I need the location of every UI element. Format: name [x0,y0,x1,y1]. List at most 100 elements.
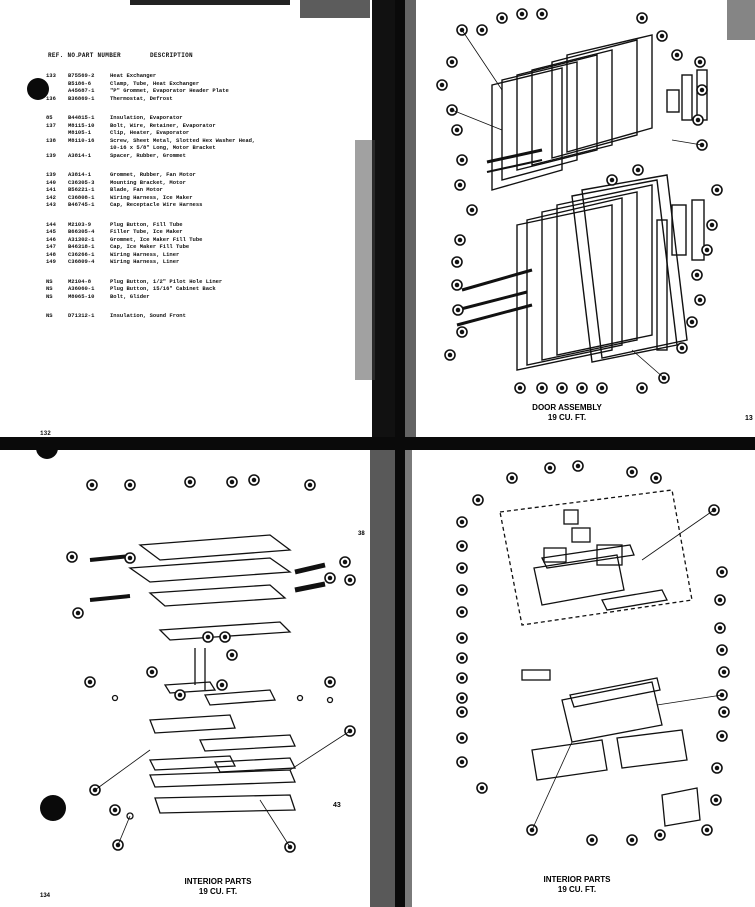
callout-circle-mark [205,634,211,640]
leader-line [461,29,503,91]
part-number-cell: B5186-6 [68,79,92,87]
ref-cell: NS [46,277,53,285]
callout-circle-mark [342,559,348,565]
callout-circle-mark [459,709,465,715]
callout-circle-mark [589,837,595,843]
ref-cell: 144 [46,220,56,228]
page-divider-horizontal [0,437,755,450]
callout-circle-mark [177,692,183,698]
page-number-bottom-left: 134 [40,893,51,899]
callout-circle-mark [457,182,463,188]
description-cell: Plug Button, 1/2" Pilot Hole Liner [110,277,223,285]
callout-circle-mark [127,482,133,488]
part-number-cell: B44815-1 [68,114,95,121]
description-cell: Spacer, Rubber, Grommet [110,151,186,159]
ref-cell: 146 [46,235,56,243]
callout-circle-mark [657,832,663,838]
callout-circle-mark [449,59,455,65]
part-number-cell: M2104-8 [68,277,92,285]
ice-maker-drawing [499,489,701,827]
callout-circle-mark [579,385,585,391]
callout-circle-mark [719,569,725,575]
callout-circle-mark [75,610,81,616]
ref-cell: NS [46,312,53,319]
callout-circle-mark [112,807,118,813]
description-cell: Blade, Fan Motor [110,186,163,193]
callout-circle-mark [187,479,193,485]
callout-circle-mark [704,247,710,253]
part-number-cell: B75569-2 [68,72,95,79]
ref-cell: 139 [46,151,56,159]
ref-cell: 143 [46,201,56,208]
description-cell: Cap, Receptacle Wire Harness [110,201,203,208]
callout-circle-mark [719,733,725,739]
callout-circle-mark [609,177,615,183]
parts-group: NS M2104-8 Plug Button, 1/2" Pilot Hole Li… [46,278,376,301]
interior-parts-left-panel: 43 38 INTERIOR PARTS 19 CU. FT. 134 [0,450,395,907]
callout-circle-mark [229,652,235,658]
part-number-cell: B56221-1 [68,186,95,193]
callout-circle-mark [659,33,665,39]
part-number-cell: A45687-1 [68,87,95,94]
part-number-cell: B36869-1 [68,94,95,102]
callout-circle-mark [697,297,703,303]
callout-circle-mark [459,635,465,641]
description-cell: Insulation, Evaporator [110,114,183,121]
description-cell: Grommet, Ice Maker Fill Tube [110,235,203,243]
callout-circle-mark [459,609,465,615]
part-number-cell: B66305-4 [68,228,95,235]
callout-circle-mark [721,669,727,675]
callout-circle-mark [517,385,523,391]
description-cell: Wiring Harness, Liner [110,250,180,258]
interior-left-caption-line1: INTERIOR PARTS [185,877,253,886]
parts-row: 10-16 x 5/8" Long, Motor Bracket [46,144,376,152]
fresh-food-door-drawing [456,174,705,371]
part-number-cell: C36809-4 [68,258,95,265]
callout-circle-mark [539,11,545,17]
leader-line [656,694,723,706]
description-cell: 10-16 x 5/8" Long, Motor Bracket [110,144,216,151]
ref-cell: 149 [46,258,56,265]
ref-cell: 142 [46,193,56,201]
plain-number-38: 38 [358,531,365,537]
callout-circle-mark [629,469,635,475]
description-cell: Bolt, Glider [110,292,150,300]
callout-circle-mark [459,675,465,681]
callout-circle-mark [459,565,465,571]
callout-circle-mark [717,597,723,603]
interior-parts-right-diagram: INTERIOR PARTS 19 CU. FT. [402,450,730,907]
part-number-cell: B46318-1 [68,243,95,250]
part-number-cell: C36808-1 [68,193,95,201]
ref-cell: 137 [46,121,56,129]
callout-circle-mark [639,385,645,391]
callout-circle-mark [87,679,93,685]
part-number-cell: M8105-1 [68,129,92,136]
callout-circle-mark [459,735,465,741]
callout-circle-mark [709,222,715,228]
ref-cell: 145 [46,228,56,235]
parts-row: NS M2104-8 Plug Button, 1/2" Pilot Hole Li… [46,278,376,286]
leader-line [117,815,131,846]
callout-circle-mark [127,555,133,561]
leader-line [259,799,291,848]
callout-circle-mark [719,647,725,653]
interior-right-caption-line1: INTERIOR PARTS [544,875,612,884]
part-number-header: PART NUMBER [78,52,121,59]
